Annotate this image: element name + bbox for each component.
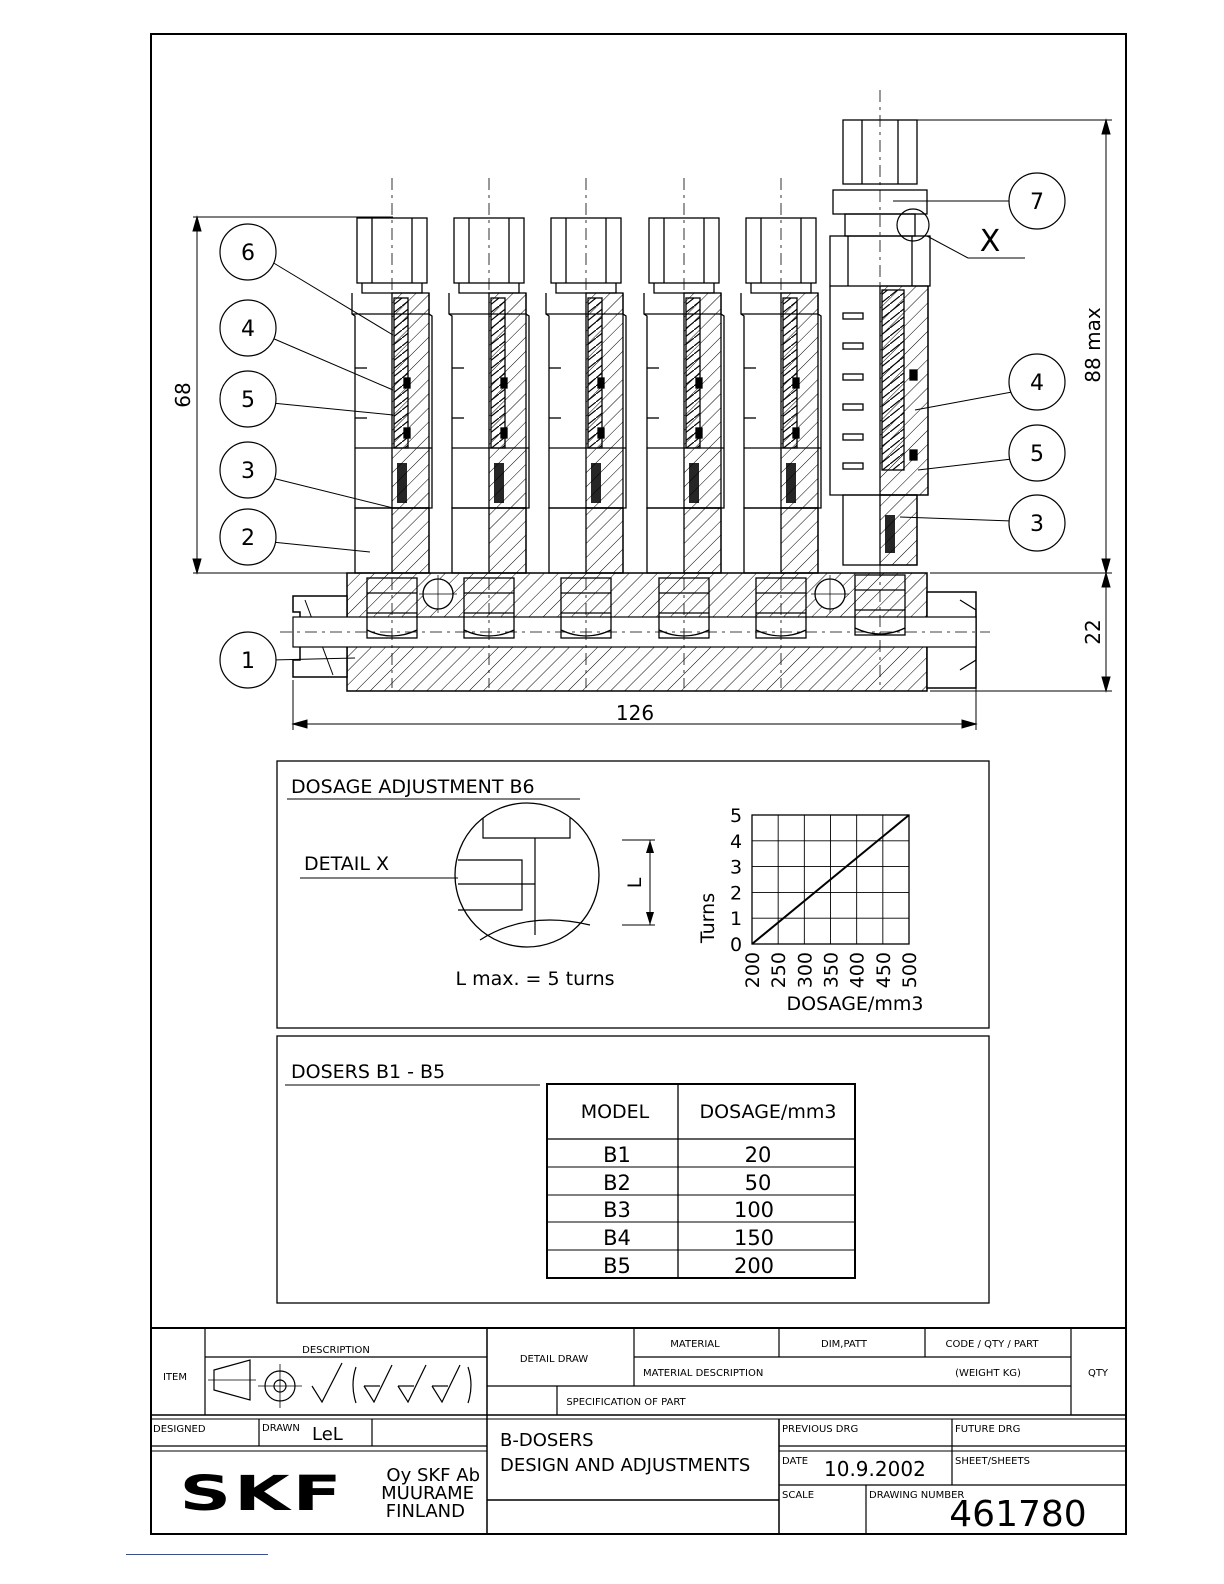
dim-patt-label: DIM,PATT <box>821 1339 868 1350</box>
skf-logo: SKF <box>180 1466 345 1522</box>
balloon-5-right: 5 <box>1030 442 1044 467</box>
dosers-title: DOSERS B1 - B5 <box>291 1061 445 1083</box>
balloon-7: 7 <box>1030 190 1044 215</box>
dosers-table: MODEL DOSAGE/mm3 B1 20 B2 50 B3 100 B4 1… <box>546 1083 856 1279</box>
chart-y-axis-label: Turns <box>697 893 719 944</box>
drawing-date: 10.9.2002 <box>824 1457 926 1481</box>
dimension-68: 68 <box>171 382 195 407</box>
dosers-panel: DOSERS B1 - B5 MODEL DOSAGE/mm3 B1 20 B2… <box>276 1035 990 1304</box>
table-header-model: MODEL <box>581 1101 650 1123</box>
chart-y-tick-label: 3 <box>730 857 742 879</box>
dimension-22: 22 <box>1081 619 1105 644</box>
bottom-link-underline <box>126 1554 268 1555</box>
dosage-adjustment-title: DOSAGE ADJUSTMENT B6 <box>291 776 535 798</box>
assembly-drawing: X 68 88 max 22 126 <box>171 90 1112 730</box>
chart-x-axis-label: DOSAGE/mm3 <box>787 993 924 1015</box>
detail-draw-label: DETAIL DRAW <box>520 1354 588 1365</box>
chart-x-tick-label: 350 <box>821 952 843 988</box>
designed-label: DESIGNED <box>153 1424 206 1435</box>
qty-label: QTY <box>1088 1368 1109 1379</box>
table-cell-dosage: 20 <box>745 1143 772 1167</box>
table-header-dosage: DOSAGE/mm3 <box>700 1101 837 1123</box>
chart-y-tick-label: 1 <box>730 908 742 930</box>
detail-x-view: L <box>454 802 655 948</box>
balloon-1: 1 <box>241 649 255 674</box>
company-city: MUURAME <box>381 1483 474 1504</box>
balloon-5: 5 <box>241 388 255 413</box>
chart-x-tick-label: 400 <box>847 952 869 988</box>
l-dimension-label: L <box>624 877 646 888</box>
table-cell-model: B5 <box>603 1254 631 1278</box>
sheets-label: SHEET/SHEETS <box>955 1456 1030 1467</box>
drawn-label: DRAWN <box>262 1423 300 1434</box>
company-name: Oy SKF Ab <box>386 1465 480 1486</box>
chart-x-tick-label: 300 <box>794 952 816 988</box>
item-label: ITEM <box>163 1372 187 1383</box>
balloon-6: 6 <box>241 241 255 266</box>
table-cell-model: B1 <box>603 1143 631 1167</box>
table-cell-dosage: 200 <box>734 1254 774 1278</box>
dosage-adjustment-panel: DOSAGE ADJUSTMENT B6 DETAIL X L L max. =… <box>276 760 990 1029</box>
chart-x-tick-label: 450 <box>873 952 895 988</box>
drawn-by: LeL <box>312 1424 343 1445</box>
material-description-label: MATERIAL DESCRIPTION <box>643 1368 763 1379</box>
balloon-4: 4 <box>241 317 255 342</box>
balloon-3-right: 3 <box>1030 512 1044 537</box>
chart-series-line <box>751 814 910 945</box>
chart-x-tick-label: 200 <box>742 952 764 988</box>
adjustable-doser <box>829 90 931 690</box>
specification-label: SPECIFICATION OF PART <box>566 1397 686 1408</box>
chart-y-tick-label: 0 <box>730 934 742 956</box>
balloon-2: 2 <box>241 526 255 551</box>
date-label: DATE <box>782 1456 808 1467</box>
l-max-note: L max. = 5 turns <box>455 968 614 990</box>
drawing-number: 461780 <box>949 1494 1086 1535</box>
previous-drg-label: PREVIOUS DRG <box>782 1424 858 1435</box>
chart-y-tick-label: 5 <box>730 805 742 827</box>
drawing-title-line1: B-DOSERS <box>500 1430 594 1451</box>
table-cell-dosage: 150 <box>734 1226 774 1250</box>
drawing-number-label: DRAWING NUMBER <box>869 1490 964 1501</box>
table-cell-dosage: 100 <box>734 1198 774 1222</box>
balloon-4-right: 4 <box>1030 371 1044 396</box>
chart-y-tick-label: 4 <box>730 831 742 853</box>
company-country: FINLAND <box>386 1501 465 1522</box>
detail-x-label: DETAIL X <box>304 853 389 875</box>
balloon-3: 3 <box>241 459 255 484</box>
chart-y-tick-label: 2 <box>730 882 742 904</box>
chart-x-tick-label: 250 <box>768 952 790 988</box>
chart-x-tick-label: 500 <box>899 952 921 988</box>
description-label: DESCRIPTION <box>302 1345 370 1356</box>
code-qty-part-label: CODE / QTY / PART <box>946 1339 1040 1350</box>
table-cell-model: B2 <box>603 1171 631 1195</box>
scale-label: SCALE <box>782 1490 814 1501</box>
detail-x-marker: X <box>980 224 1001 259</box>
table-cell-dosage: 50 <box>745 1171 772 1195</box>
future-drg-label: FUTURE DRG <box>955 1424 1020 1435</box>
table-cell-model: B4 <box>603 1226 631 1250</box>
drawing-title-line2: DESIGN AND ADJUSTMENTS <box>500 1455 750 1476</box>
sheet-border <box>150 33 1127 1535</box>
table-cell-model: B3 <box>603 1198 631 1222</box>
weight-label: (WEIGHT KG) <box>955 1368 1021 1379</box>
dimension-88-max: 88 max <box>1081 307 1105 383</box>
material-label: MATERIAL <box>670 1339 720 1350</box>
dimension-126: 126 <box>616 701 654 725</box>
title-block <box>151 1327 1126 1534</box>
